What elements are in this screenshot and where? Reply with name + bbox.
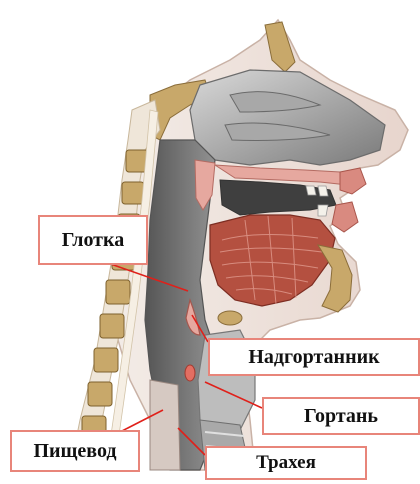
label-epiglottis: Надгортанник: [208, 338, 420, 376]
label-pharynx-text: Глотка: [62, 229, 124, 252]
label-larynx-text: Гортань: [304, 405, 378, 428]
lower-teeth: [318, 205, 328, 216]
label-esophagus-text: Пищевод: [33, 440, 116, 463]
hyoid-bone: [218, 311, 242, 325]
label-esophagus: Пищевод: [10, 430, 140, 472]
lower-lip: [332, 202, 358, 232]
esophagus: [150, 380, 180, 470]
label-trachea: Трахея: [205, 446, 367, 480]
label-epiglottis-text: Надгортанник: [248, 346, 379, 369]
nasal-cavity: [190, 70, 385, 165]
upper-lip: [340, 168, 366, 194]
label-pharynx: Глотка: [38, 215, 148, 265]
label-trachea-text: Трахея: [256, 452, 316, 474]
label-larynx: Гортань: [262, 397, 420, 435]
vocal-fold: [185, 365, 195, 381]
